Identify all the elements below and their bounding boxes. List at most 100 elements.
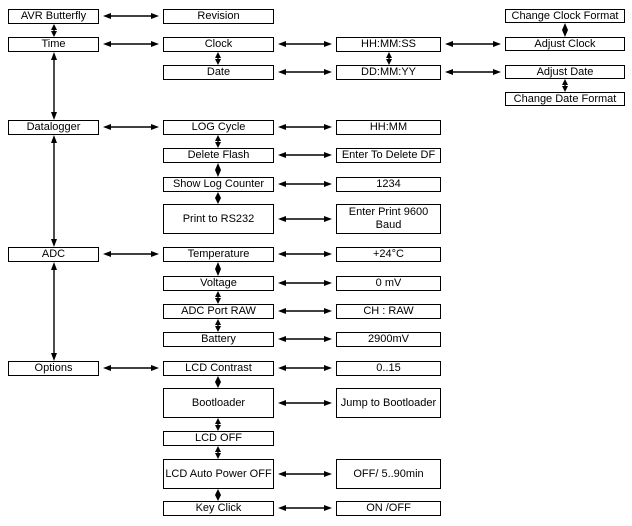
- node-delete-flash: Delete Flash: [163, 148, 274, 163]
- node-log-counter-value: 1234: [336, 177, 441, 192]
- node-label-contrast-value: 0..15: [376, 362, 401, 374]
- node-adc-port-raw: ADC Port RAW: [163, 304, 274, 319]
- node-clock: Clock: [163, 37, 274, 52]
- node-temperature-value: +24°C: [336, 247, 441, 262]
- arrow-key-click-key-click-value: [278, 505, 332, 511]
- arrow-time-clock: [103, 41, 159, 47]
- arrow-adc-options: [51, 262, 57, 361]
- node-label-adc: ADC: [41, 248, 66, 260]
- node-lcd-off: LCD OFF: [163, 431, 274, 446]
- arrow-clock-hh-mm-ss: [278, 41, 332, 47]
- node-label-adc-port-raw: ADC Port RAW: [181, 305, 256, 317]
- node-label-enter-print-9600-baud: Enter Print 9600 Baud: [348, 206, 429, 231]
- node-label-delete-flash: Delete Flash: [187, 149, 250, 161]
- node-label-hh-mm: HH:MM: [369, 121, 408, 133]
- arrow-datalogger-adc: [51, 135, 57, 247]
- node-battery-value: 2900mV: [336, 332, 441, 347]
- node-change-date-format: Change Date Format: [505, 92, 625, 106]
- node-label-time: Time: [41, 38, 66, 50]
- node-label-lcd-auto-power-off: LCD Auto Power OFF: [165, 467, 272, 480]
- arrow-log-cycle-hh-mm: [278, 124, 332, 130]
- node-label-jump-to-bootloader: Jump to Bootloader: [340, 396, 437, 409]
- arrow-bootloader-jump-to-bootloader: [278, 400, 332, 406]
- node-jump-to-bootloader: Jump to Bootloader: [336, 388, 441, 418]
- node-label-dd-mm-yy: DD:MM:YY: [361, 66, 416, 78]
- node-hh-mm-ss: HH:MM:SS: [336, 37, 441, 52]
- arrow-lcd-contrast-contrast-value: [278, 365, 332, 371]
- node-enter-to-delete-df: Enter To Delete DF: [336, 148, 441, 163]
- node-log-cycle: LOG Cycle: [163, 120, 274, 135]
- node-bootloader: Bootloader: [163, 388, 274, 418]
- node-battery: Battery: [163, 332, 274, 347]
- node-revision: Revision: [163, 9, 274, 24]
- node-label-print-to-rs232: Print to RS232: [182, 212, 255, 225]
- node-adjust-date: Adjust Date: [505, 65, 625, 79]
- node-voltage: Voltage: [163, 276, 274, 291]
- node-temperature: Temperature: [163, 247, 274, 262]
- arrow-clock-date: [215, 52, 221, 65]
- node-show-log-counter: Show Log Counter: [163, 177, 274, 192]
- node-label-auto-power-off-value: OFF/ 5..90min: [353, 467, 424, 480]
- arrow-delete-flash-show-log-counter: [215, 163, 221, 177]
- node-label-lcd-contrast: LCD Contrast: [185, 362, 252, 374]
- node-label-lcd-off: LCD OFF: [194, 432, 243, 444]
- node-label-bootloader: Bootloader: [191, 396, 246, 409]
- node-label-avr-butterfly: AVR Butterfly: [20, 10, 87, 22]
- arrow-delete-flash-enter-to-delete-df: [278, 152, 332, 158]
- arrow-change-clock-format-adjust-clock: [562, 23, 568, 37]
- arrow-lcd-auto-power-off-auto-power-off-value: [278, 471, 332, 477]
- arrow-temperature-voltage: [215, 262, 221, 276]
- arrow-show-log-counter-print-to-rs232: [215, 192, 221, 204]
- arrow-datalogger-log-cycle: [103, 124, 159, 130]
- node-label-voltage: Voltage: [200, 277, 237, 289]
- node-contrast-value: 0..15: [336, 361, 441, 376]
- arrow-battery-battery-value: [278, 336, 332, 342]
- node-time: Time: [8, 37, 99, 52]
- arrow-voltage-adc-port-raw: [215, 291, 221, 304]
- node-label-adc-raw-value: CH : RAW: [363, 305, 414, 317]
- node-label-battery: Battery: [201, 333, 236, 345]
- node-label-adjust-date: Adjust Date: [536, 65, 594, 78]
- node-datalogger: Datalogger: [8, 120, 99, 135]
- node-label-log-counter-value: 1234: [376, 178, 401, 190]
- arrow-adc-port-raw-battery: [215, 319, 221, 332]
- arrow-options-lcd-contrast: [103, 365, 159, 371]
- node-label-key-click-value: ON /OFF: [366, 502, 411, 514]
- node-label-options: Options: [34, 362, 73, 374]
- node-label-date: Date: [206, 66, 231, 78]
- arrow-voltage-voltage-value: [278, 280, 332, 286]
- arrow-lcd-auto-power-off-key-click: [215, 489, 221, 501]
- node-label-key-click: Key Click: [195, 502, 242, 514]
- arrow-date-dd-mm-yy: [278, 69, 332, 75]
- arrow-adjust-date-change-date-format: [562, 79, 568, 92]
- node-key-click: Key Click: [163, 501, 274, 516]
- node-hh-mm: HH:MM: [336, 120, 441, 135]
- arrow-bootloader-lcd-off: [215, 418, 221, 431]
- node-dd-mm-yy: DD:MM:YY: [336, 65, 441, 80]
- arrow-avr-butterfly-revision: [103, 13, 159, 19]
- node-options: Options: [8, 361, 99, 376]
- node-label-adjust-clock: Adjust Clock: [534, 37, 596, 50]
- node-change-clock-format: Change Clock Format: [505, 9, 625, 23]
- arrow-show-log-counter-log-counter-value: [278, 181, 332, 187]
- node-label-clock: Clock: [204, 38, 233, 50]
- arrow-avr-butterfly-time: [51, 24, 57, 37]
- node-adjust-clock: Adjust Clock: [505, 37, 625, 51]
- node-label-show-log-counter: Show Log Counter: [172, 178, 265, 190]
- node-label-hh-mm-ss: HH:MM:SS: [361, 38, 416, 50]
- node-label-battery-value: 2900mV: [368, 333, 409, 345]
- node-label-datalogger: Datalogger: [26, 121, 81, 133]
- arrow-hh-mm-ss-dd-mm-yy: [386, 52, 392, 65]
- arrow-adc-port-raw-adc-raw-value: [278, 308, 332, 314]
- node-voltage-value: 0 mV: [336, 276, 441, 291]
- arrow-hh-mm-ss-adjust-clock: [445, 41, 501, 47]
- node-enter-print-9600-baud: Enter Print 9600 Baud: [336, 204, 441, 234]
- arrow-time-datalogger: [51, 52, 57, 120]
- arrow-dd-mm-yy-adjust-date: [445, 69, 501, 75]
- node-adc: ADC: [8, 247, 99, 262]
- arrow-lcd-off-lcd-auto-power-off: [215, 446, 221, 459]
- node-lcd-auto-power-off: LCD Auto Power OFF: [163, 459, 274, 489]
- node-adc-raw-value: CH : RAW: [336, 304, 441, 319]
- node-label-revision: Revision: [197, 10, 240, 22]
